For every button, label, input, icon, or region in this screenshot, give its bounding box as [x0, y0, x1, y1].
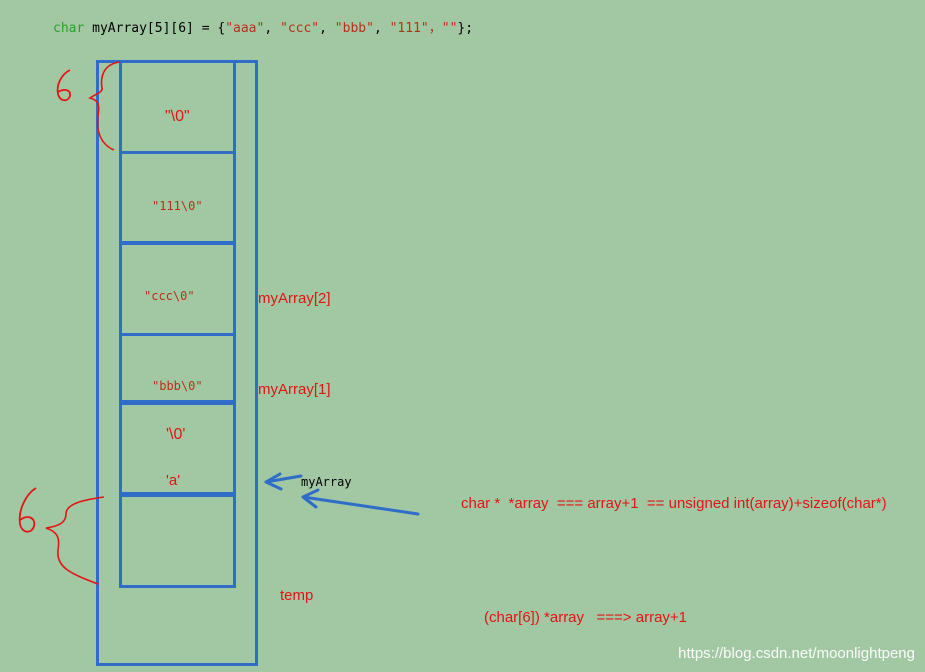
cell-row-0	[119, 400, 236, 497]
terminator: };	[457, 21, 474, 36]
string-aaa: "aaa"	[225, 21, 265, 36]
separator: ,	[319, 21, 335, 36]
cell-text-bbb: "bbb\0"	[152, 379, 203, 393]
formula-pointer-arithmetic: char * *array === array+1 == unsigned in…	[461, 495, 887, 512]
label-myarray-2: myArray[2]	[258, 290, 331, 307]
type-keyword: char	[53, 21, 85, 36]
cell-text-ccc: "ccc\0"	[144, 289, 195, 303]
handwritten-six-bottom	[18, 487, 37, 533]
string-bbb: "bbb"	[334, 21, 374, 36]
cell-row-1	[119, 333, 236, 405]
cell-temp	[119, 492, 236, 588]
cell-text-111: "111\0"	[152, 199, 203, 213]
cell-text-a-char: 'a'	[166, 472, 181, 489]
string-111: "111"	[389, 21, 429, 36]
arrow-from-formula	[301, 488, 420, 516]
string-empty: ""	[441, 21, 458, 36]
separator-fullwidth: ，	[428, 21, 442, 36]
declaration-text: myArray[5][6] = {	[84, 21, 226, 36]
label-temp: temp	[280, 587, 314, 604]
formula-array-cast: (char[6]) *array ===> array+1	[484, 609, 688, 626]
string-ccc: "ccc"	[280, 21, 320, 36]
cell-text-null-char: '\0'	[166, 426, 186, 443]
code-declaration: char myArray[5][6] = {"aaa", "ccc", "bbb…	[53, 17, 473, 36]
watermark-url: https://blog.csdn.net/moonlightpeng	[678, 645, 915, 662]
separator: ,	[264, 21, 280, 36]
handwritten-six-top	[56, 69, 71, 102]
cell-text-null-string: "\0"	[165, 108, 190, 125]
label-myarray: myArray	[301, 475, 352, 489]
separator: ,	[373, 21, 390, 36]
brace-top	[88, 61, 121, 151]
label-myarray-1: myArray[1]	[258, 381, 331, 398]
arrow-to-myarray	[264, 472, 303, 491]
brace-bottom	[45, 496, 105, 585]
